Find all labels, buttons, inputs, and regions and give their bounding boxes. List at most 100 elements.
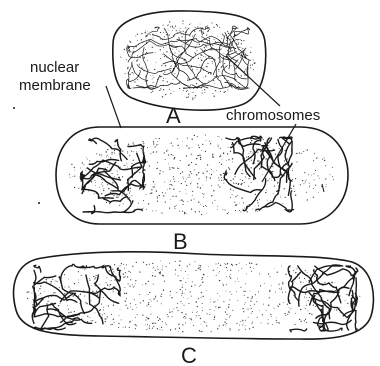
stipple-dot [164,281,165,282]
stipple-dot [164,36,165,37]
stipple-dot [245,320,246,321]
stipple-dot [166,51,167,52]
stipple-dot [194,170,195,171]
stipple-dot [210,143,211,144]
stipple-dot [179,210,180,211]
stipple-dot [269,178,270,179]
stipple-dot [207,25,208,26]
stipple-dot [107,155,108,156]
stipple-dot [204,321,205,322]
stipple-dot [133,160,134,161]
stipple-dot [172,167,173,168]
stipple-dot [325,178,326,179]
stipple-dot [243,202,244,203]
stipple-dot [152,186,153,187]
stipple-dot [119,315,120,316]
stipple-dot [232,310,233,311]
stipple-dot [235,281,236,282]
stipple-dot [165,323,166,324]
stipple-dot [311,314,312,315]
stipple-dot [91,300,92,301]
stipple-dot [167,150,168,151]
stipple-dot [304,297,305,298]
stipple-dot [245,291,246,292]
stipple-dot [284,188,285,189]
stipple-dot [193,92,194,93]
stipple-dot [305,270,306,271]
stipple-dot [202,93,203,94]
stipple-dot [250,65,251,66]
stipple-dot [267,323,268,324]
stipple-dot [171,143,172,144]
stipple-dot [224,322,225,323]
stipple-dot [178,168,179,169]
stipple-dot [149,264,150,265]
stipple-dot [299,152,300,153]
stipple-dot [186,91,187,92]
stipple-dot [125,300,126,301]
stipple-dot [72,295,73,296]
stipple-dot [272,324,273,325]
stipple-dot [212,22,213,23]
stipple-dot [168,24,169,25]
stipple-dot [249,161,250,162]
stipple-dot [184,212,185,213]
stipple-dot [160,319,161,320]
stipple-dot [277,183,278,184]
stipple-dot [335,282,336,283]
stipple-dot [192,281,193,282]
stipple-dot [206,47,207,48]
stipple-dot [271,163,272,164]
stipple-dot [141,67,142,68]
stipple-dot [307,272,308,273]
stipple-dot [152,47,153,48]
stipple-dot [107,167,108,168]
stipple-dot [101,179,102,180]
stipple-dot [300,281,301,282]
stipple-dot [223,152,224,153]
stipple-dot [200,318,201,319]
stipple-dot [165,192,166,193]
stipple-dot [144,153,145,154]
stipple-dot [347,294,348,295]
stipple-dot [221,175,222,176]
stipple-dot [200,157,201,158]
stipple-dot [99,154,100,155]
stipple-dot [218,177,219,178]
stipple-dot [161,327,162,328]
stipple-dot [132,266,133,267]
stipple-dot [305,181,306,182]
stipple-dot [143,300,144,301]
stipple-dot [202,310,203,311]
stipple-dot [163,80,164,81]
stipple-dot [239,329,240,330]
stipple-dot [307,199,308,200]
stipple-dot [191,296,192,297]
stipple-dot [359,296,360,297]
stipple-dot [340,312,341,313]
stipple-dot [172,316,173,317]
stipple-dot [59,287,60,288]
stipple-dot [166,57,167,58]
stipple-dot [146,329,147,330]
stipple-dot [303,151,304,152]
stipple-dot [169,188,170,189]
stipple-dot [80,294,81,295]
stipple-dot [160,296,161,297]
stipple-dot [70,289,71,290]
stipple-dot [95,182,96,183]
stipple-dot [287,304,288,305]
stipple-dot [227,270,228,271]
stipple-dot [106,202,107,203]
stipple-dot [217,25,218,26]
stipple-dot [251,140,252,141]
stipple-dot [151,92,152,93]
stipple-dot [161,76,162,77]
stipple-dot [231,264,232,265]
stipple-dot [333,293,334,294]
stipple-dot [199,265,200,266]
stipple-dot [211,195,212,196]
stipple-dot [300,309,301,310]
stipple-dot [184,293,185,294]
stipple-dot [214,96,215,97]
